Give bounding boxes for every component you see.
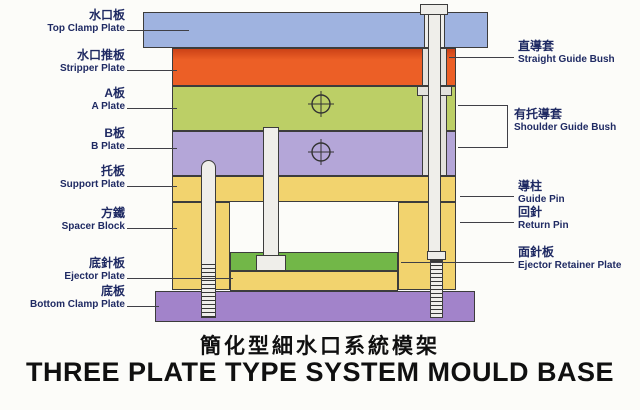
label-en: B Plate (91, 140, 125, 152)
label-line (401, 262, 514, 263)
label-a-plate: A板 A Plate (2, 86, 125, 113)
label-top-clamp-plate: 水口板 Top Clamp Plate (2, 8, 125, 35)
label-line (127, 306, 159, 307)
support-plate (172, 176, 456, 202)
label-en: Bottom Clamp Plate (29, 298, 125, 310)
label-cn: 底板 (100, 284, 125, 298)
label-cn: 有托導套 (514, 107, 563, 121)
label-line (460, 222, 514, 223)
label-en: Support Plate (59, 178, 125, 190)
ejector-plate (230, 271, 398, 291)
label-en: Return Pin (518, 219, 569, 231)
label-cn: 方鐵 (100, 206, 125, 220)
label-spacer-block: 方鐵 Spacer Block (2, 206, 125, 233)
label-cn: B板 (104, 126, 125, 140)
stop-bolt-head (427, 251, 446, 260)
label-en: Straight Guide Bush (518, 53, 615, 65)
label-en: Top Clamp Plate (47, 22, 125, 34)
label-line (127, 186, 177, 187)
label-stripper-plate: 水口推板 Stripper Plate (2, 48, 125, 75)
label-b-plate: B板 B Plate (2, 126, 125, 153)
label-line (127, 278, 233, 279)
label-line (127, 108, 177, 109)
label-return-pin: 回針 Return Pin (518, 205, 640, 232)
label-ejector-retainer-plate: 面針板 Ejector Retainer Plate (518, 245, 640, 272)
bracket-line (458, 147, 508, 148)
return-pin-collar (256, 255, 286, 271)
label-en: Guide Pin (518, 193, 565, 205)
label-line (127, 30, 189, 31)
bracket-line (507, 105, 508, 148)
label-line (127, 148, 177, 149)
screw-crosshair-icon (308, 91, 334, 117)
label-straight-guide-bush: 直導套 Straight Guide Bush (518, 39, 640, 66)
label-cn: 水口板 (88, 8, 125, 22)
label-cn: A板 (104, 86, 125, 100)
label-cn: 回針 (518, 205, 543, 219)
title-chinese: 簡化型細水口系統模架 (200, 335, 440, 358)
screw-crosshair-icon (308, 139, 334, 165)
label-line (127, 228, 177, 229)
label-line (460, 196, 514, 197)
stop-bolt-threaded-shaft (430, 260, 443, 318)
label-guide-pin: 導柱 Guide Pin (518, 179, 640, 206)
label-en: Shoulder Guide Bush (514, 121, 617, 133)
label-bottom-clamp-plate: 底板 Bottom Clamp Plate (2, 284, 125, 311)
label-en: Ejector Plate (64, 270, 125, 282)
label-cn: 導柱 (518, 179, 543, 193)
screw-threads (202, 264, 215, 318)
label-shoulder-guide-bush: 有托導套 Shoulder Guide Bush (514, 107, 640, 134)
label-en: Spacer Block (61, 220, 125, 232)
label-line (127, 70, 177, 71)
spacer-block-right (398, 202, 456, 290)
label-en: Ejector Retainer Plate (518, 259, 622, 271)
bracket-line (458, 105, 508, 106)
label-en: A Plate (91, 100, 125, 112)
label-ejector-plate: 底針板 Ejector Plate (2, 256, 125, 283)
label-cn: 底針板 (88, 256, 125, 270)
b-plate (172, 131, 456, 176)
title-english: THREE PLATE TYPE SYSTEM MOULD BASE (25, 357, 615, 387)
label-en: Stripper Plate (59, 62, 125, 74)
label-support-plate: 托板 Support Plate (2, 164, 125, 191)
label-cn: 托板 (100, 164, 125, 178)
label-cn: 直導套 (518, 39, 555, 53)
label-cn: 面針板 (518, 245, 555, 259)
stripper-plate (172, 48, 456, 86)
label-line (449, 57, 514, 58)
label-cn: 水口推板 (76, 48, 125, 62)
